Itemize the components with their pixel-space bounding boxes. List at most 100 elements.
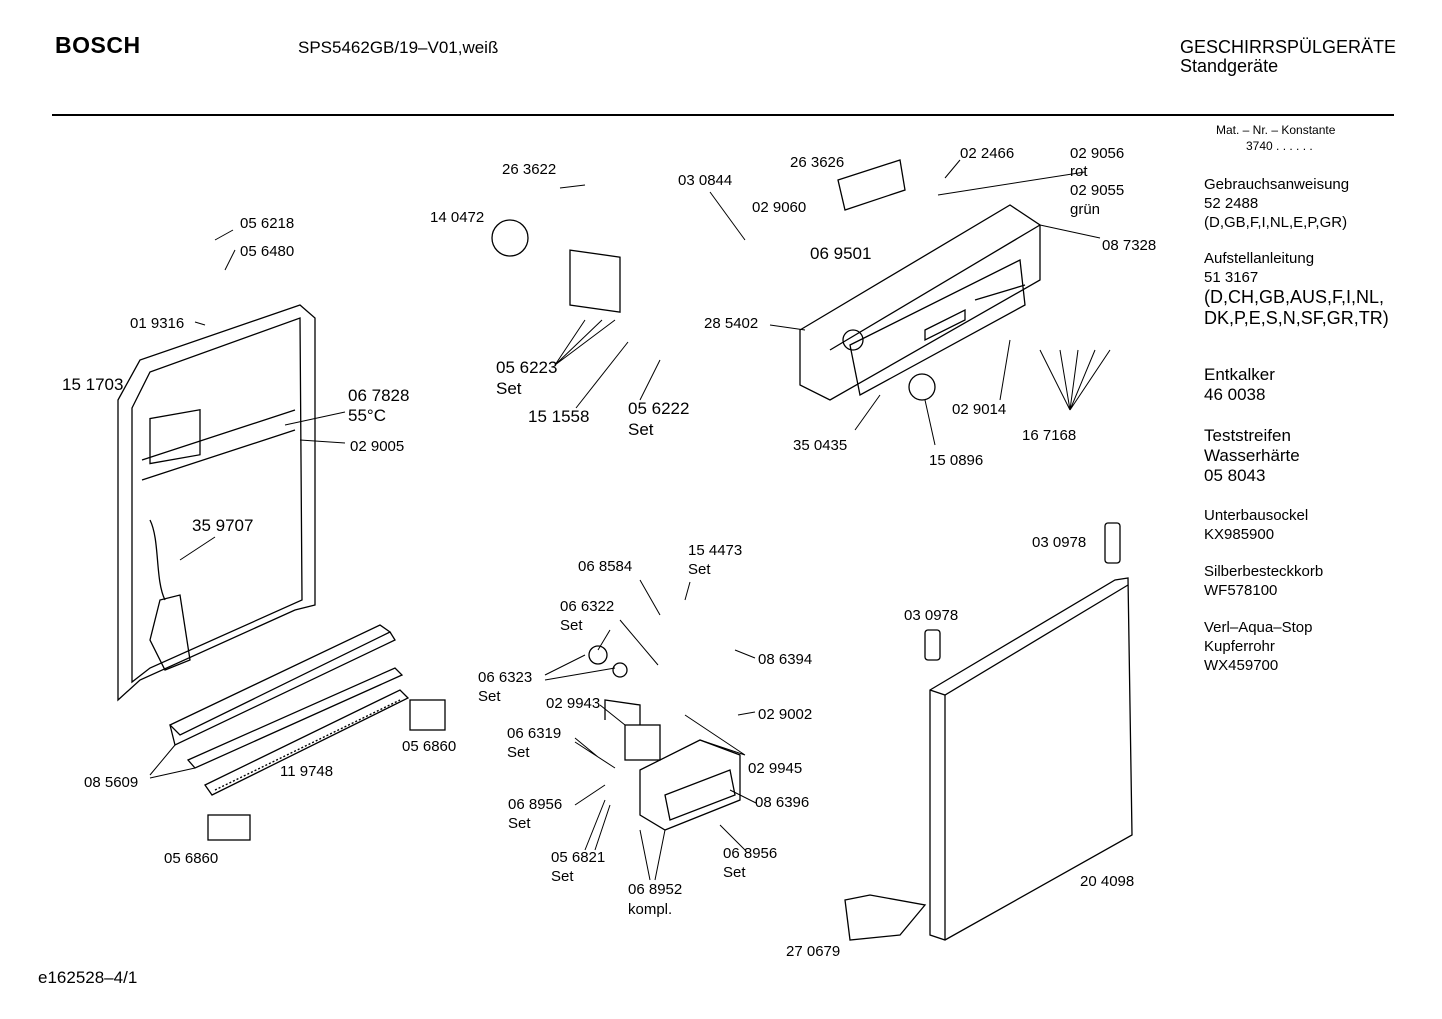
part-068584: 06 8584	[578, 558, 633, 575]
gebrauch-block: Gebrauchsanweisung 52 2488 (D,GB,F,I,NL,…	[1204, 175, 1349, 232]
aufstell-block: Aufstellanleitung 51 3167 (D,CH,GB,AUS,F…	[1204, 249, 1389, 329]
part-029055-color: grün	[1070, 201, 1101, 218]
part-263622: 26 3622	[502, 161, 557, 178]
aufstell-langs-2: DK,P,E,S,N,SF,GR,TR)	[1204, 308, 1389, 328]
silber-num: WF578100	[1204, 582, 1278, 599]
detergent-dispenser	[588, 645, 741, 831]
part-066322-set: Set	[560, 617, 583, 634]
part-067828-temp: 55°C	[348, 406, 386, 425]
part-019316: 01 9316	[130, 315, 185, 332]
gebrauch-title: Gebrauchsanweisung	[1204, 176, 1350, 193]
category-title: GESCHIRRSPÜLGERÄTE Standgeräte	[1180, 38, 1396, 76]
hinge-bracket	[844, 894, 927, 941]
part-285402: 28 5402	[704, 315, 759, 332]
part-029005: 02 9005	[350, 438, 405, 455]
part-029945: 02 9945	[748, 760, 803, 777]
part-067828: 06 7828	[348, 386, 410, 405]
door-clip-left	[924, 629, 941, 661]
part-056223: 05 6223	[496, 358, 558, 377]
part-085609: 08 5609	[84, 774, 139, 791]
aufstell-num: 51 3167	[1204, 269, 1259, 286]
part-150896: 15 0896	[929, 452, 984, 469]
part-068956-left: 06 8956	[508, 796, 563, 813]
part-066323-set: Set	[478, 688, 501, 705]
part-056223-set: Set	[496, 379, 522, 398]
part-069501: 06 9501	[810, 244, 872, 263]
part-056821: 05 6821	[551, 849, 606, 866]
part-029056-color: rot	[1070, 163, 1088, 180]
part-119748: 11 9748	[280, 763, 334, 780]
aufstell-langs-1: (D,CH,GB,AUS,F,I,NL,	[1204, 287, 1385, 307]
part-204098: 20 4098	[1080, 873, 1135, 890]
part-029060: 02 9060	[752, 199, 807, 216]
timer-module	[491, 219, 621, 313]
part-151703: 15 1703	[62, 375, 124, 394]
unterbau-title: Unterbausockel	[1204, 507, 1309, 524]
spare-block-1	[409, 699, 446, 731]
mat-label: Mat. – Nr. – Konstante	[1216, 123, 1336, 137]
part-056860-bottom: 05 6860	[164, 850, 219, 867]
part-066319: 06 6319	[507, 725, 562, 742]
part-068956-left-set: Set	[508, 815, 531, 832]
drawing-code: e162528–4/1	[38, 968, 138, 987]
part-066323: 06 6323	[478, 669, 533, 686]
gebrauch-langs: (D,GB,F,I,NL,E,P,GR)	[1204, 214, 1348, 231]
entkalker-num: 46 0038	[1204, 385, 1266, 404]
aqua-block: Verl–Aqua–Stop Kupferrohr WX459700	[1204, 618, 1312, 675]
aqua-title-2: Kupferrohr	[1204, 638, 1275, 655]
programme-switch	[837, 159, 906, 211]
part-030978-right: 03 0978	[1032, 534, 1087, 551]
part-029943: 02 9943	[546, 695, 601, 712]
part-086394: 08 6394	[758, 651, 813, 668]
part-086396: 08 6396	[755, 794, 810, 811]
category-line-2: Standgeräte	[1180, 56, 1279, 76]
test-title-1: Teststreifen	[1204, 426, 1291, 445]
part-030844: 03 0844	[678, 172, 733, 189]
gebrauch-num: 52 2488	[1204, 195, 1259, 212]
part-056222: 05 6222	[628, 399, 690, 418]
part-029055: 02 9055	[1070, 182, 1125, 199]
part-140472: 14 0472	[430, 209, 485, 226]
brand-logo: BOSCH	[55, 32, 141, 58]
part-029002: 02 9002	[758, 706, 813, 723]
part-068956-right-set: Set	[723, 864, 746, 881]
model-number: SPS5462GB/19–V01,weiß	[298, 38, 499, 57]
part-087328: 08 7328	[1102, 237, 1157, 254]
control-panel	[799, 204, 1041, 401]
part-350435: 35 0435	[793, 437, 848, 454]
part-029014: 02 9014	[952, 401, 1007, 418]
part-068956-right: 06 8956	[723, 845, 778, 862]
entkalker-block: Entkalker 46 0038	[1204, 365, 1275, 405]
mat-value: 3740 . . . . . .	[1246, 139, 1313, 153]
part-056860-top: 05 6860	[402, 738, 457, 755]
unterbau-num: KX985900	[1204, 526, 1275, 543]
category-line-1: GESCHIRRSPÜLGERÄTE	[1180, 37, 1397, 57]
header-rule	[52, 114, 1394, 116]
silber-block: Silberbesteckkorb WF578100	[1204, 562, 1323, 600]
part-167168: 16 7168	[1022, 427, 1077, 444]
part-056222-set: Set	[628, 420, 654, 439]
part-068952-kompl: kompl.	[628, 901, 673, 918]
silber-title: Silberbesteckkorb	[1204, 563, 1324, 580]
spare-block-2	[207, 814, 251, 841]
part-066319-set: Set	[507, 744, 530, 761]
inner-door-frame	[117, 304, 316, 702]
aqua-title-1: Verl–Aqua–Stop	[1204, 619, 1313, 636]
part-029056: 02 9056	[1070, 145, 1125, 162]
kick-strips	[168, 624, 410, 796]
test-title-2: Wasserhärte	[1204, 446, 1300, 465]
part-151558: 15 1558	[528, 407, 590, 426]
part-056821-set: Set	[551, 868, 574, 885]
control-knob	[908, 373, 936, 401]
teststreifen-block: Teststreifen Wasserhärte 05 8043	[1204, 426, 1300, 486]
part-154473-set: Set	[688, 561, 711, 578]
leader-lines	[149, 159, 1111, 881]
aqua-num: WX459700	[1204, 657, 1279, 674]
part-056218: 05 6218	[240, 215, 295, 232]
part-030978-left: 03 0978	[904, 607, 959, 624]
outer-door-panel	[929, 577, 1133, 941]
part-068952: 06 8952	[628, 881, 683, 898]
part-154473: 15 4473	[688, 542, 743, 559]
test-num: 05 8043	[1204, 466, 1266, 485]
